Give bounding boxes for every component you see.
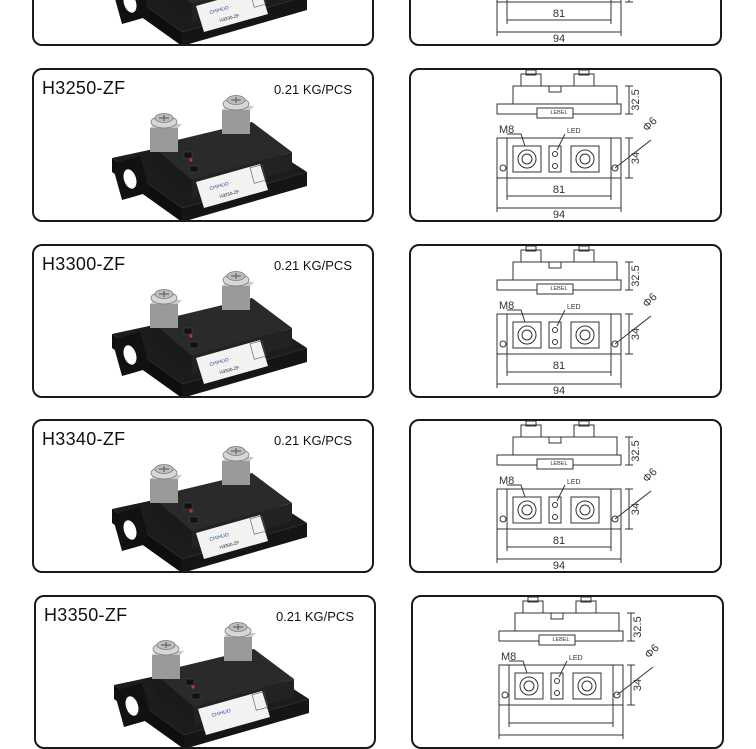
relay-module-image: CHIHUO H3250-ZF [112, 95, 307, 220]
height-dimension: 32.5 [632, 616, 644, 637]
relay-module-image: CHIHUO H3200-ZF [115, 0, 307, 44]
dimension-card: 81 94 [409, 0, 722, 46]
unit-weight: 0.21 KG/PCS [273, 433, 352, 448]
product-photo: CHIHUO [94, 607, 334, 747]
svg-text:CHIHUO: CHIHUO [209, 5, 230, 16]
depth-dimension: 34 [630, 152, 642, 164]
led-label: LED [567, 128, 581, 135]
led-label: LED [569, 655, 583, 662]
dimension-drawing: LEBEL 32.5 M8 LED Φ6 34 [498, 597, 662, 739]
thread-spec: M8 [499, 124, 514, 136]
dimension-card: LEBEL 32.5 M8 LED Φ6 34 81 94 [409, 68, 722, 222]
model-name: H3300-ZF [42, 254, 126, 274]
dimension-drawing: LEBEL 32.5 M8 LED Φ6 34 81 94 [496, 70, 660, 221]
unit-weight: 0.21 KG/PCS [275, 609, 354, 624]
dimension-card: LEBEL 32.5 M8 LED Φ6 34 81 94 [409, 244, 722, 398]
module-label: H3250-ZF [219, 189, 240, 199]
hole-diameter: Φ6 [641, 291, 660, 310]
hole-spacing-dimension: 81 [553, 360, 565, 372]
module-label: H3300-ZF [219, 540, 240, 550]
product-card: CHIHUO H3300-ZF H3300-ZF 0.21 KG/PCS [32, 244, 374, 398]
dimension-card: LEBEL 32.5 M8 LED Φ6 34 81 94 [409, 419, 722, 573]
overall-width-dimension: 94 [553, 560, 565, 572]
svg-text:CHIHUO: CHIHUO [209, 357, 230, 368]
depth-dimension: 34 [630, 328, 642, 340]
product-card: CHIHUO H3350-ZF 0.21 KG/PCS [34, 595, 376, 749]
relay-module-image: CHIHUO H3300-ZF [112, 271, 307, 396]
label-area-text: LEBEL [550, 286, 567, 292]
product-card: CHIHUO H3250-ZF H3250-ZF 0.21 KG/PCS [32, 68, 374, 222]
product-photo: CHIHUO H3250-ZF [92, 80, 332, 220]
product-card: CHIHUO H3300-ZF H3340-ZF 0.21 KG/PCS [32, 419, 374, 573]
model-name: H3350-ZF [44, 605, 128, 625]
dimension-drawing: 81 94 [496, 0, 633, 45]
led-label: LED [567, 479, 581, 486]
label-area-text: LEBEL [550, 461, 567, 467]
product-card: CHIHUO H3200-ZF [32, 0, 374, 46]
module-label: H3200-ZF [219, 13, 240, 23]
product-photo: CHIHUO H3300-ZF [92, 256, 332, 396]
dimension-drawing: LEBEL 32.5 M8 LED Φ6 34 81 94 [496, 246, 660, 397]
label-area-text: LEBEL [550, 110, 567, 116]
thread-spec: M8 [501, 651, 516, 663]
depth-dimension: 34 [632, 679, 644, 691]
height-dimension: 32.5 [630, 440, 642, 461]
thread-spec: M8 [499, 300, 514, 312]
unit-weight: 0.21 KG/PCS [273, 82, 352, 97]
hole-diameter: Φ6 [643, 642, 662, 661]
hole-diameter: Φ6 [641, 466, 660, 485]
overall-width-dimension: 94 [553, 209, 565, 221]
product-photo: CHIHUO H3300-ZF [92, 431, 332, 571]
unit-weight: 0.21 KG/PCS [273, 258, 352, 273]
height-dimension: 32.5 [630, 89, 642, 110]
label-area-text: LEBEL [552, 637, 569, 643]
overall-width-dimension: 94 [553, 385, 565, 397]
thread-spec: M8 [499, 475, 514, 487]
model-name: H3250-ZF [42, 78, 126, 98]
svg-text:CHIHUO: CHIHUO [209, 532, 230, 543]
dimension-card: LEBEL 32.5 M8 LED Φ6 34 [411, 595, 724, 749]
hole-spacing-dimension: 81 [553, 8, 565, 20]
model-name: H3340-ZF [42, 429, 126, 449]
module-label: H3300-ZF [219, 365, 240, 375]
height-dimension: 32.5 [630, 265, 642, 286]
hole-spacing-dimension: 81 [553, 535, 565, 547]
led-label: LED [567, 304, 581, 311]
hole-spacing-dimension: 81 [553, 184, 565, 196]
product-photo: CHIHUO H3200-ZF [92, 0, 332, 44]
hole-diameter: Φ6 [641, 115, 660, 134]
overall-width-dimension: 94 [553, 33, 565, 45]
dimension-drawing: LEBEL 32.5 M8 LED Φ6 34 81 94 [496, 421, 660, 572]
depth-dimension: 34 [630, 503, 642, 515]
relay-module-image: CHIHUO H3300-ZF [112, 446, 307, 571]
relay-module-image: CHIHUO [114, 622, 309, 747]
svg-text:CHIHUO: CHIHUO [209, 181, 230, 192]
